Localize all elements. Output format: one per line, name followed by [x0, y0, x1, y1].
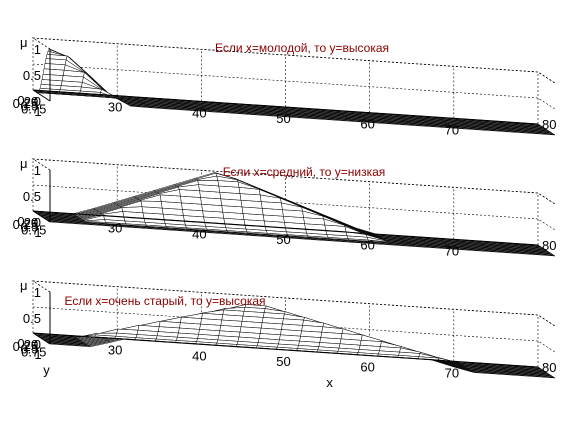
panel-3-y-axis	[32, 332, 51, 345]
panel-2-y-tick-0: 0	[17, 214, 24, 229]
panel-1-y-tick-4: 1	[34, 104, 41, 119]
panel-3-z-tick-2: 1	[34, 285, 41, 300]
panel-1-y-tick-2: 0.5	[20, 99, 38, 114]
panel-2-x-tick-4: 60	[360, 238, 374, 253]
panel-2-z-tick-0: 0	[34, 215, 41, 230]
panel-2-x-tick-0: 20	[24, 215, 38, 230]
panel-2-y-tick-2: 0.5	[20, 220, 38, 235]
panel-2-z-tick-2: 1	[34, 163, 41, 178]
panel-2-y-axis	[32, 210, 51, 223]
panel-1-x-tick-5: 70	[445, 122, 459, 137]
panel-1-x-tick-0: 20	[24, 94, 38, 109]
panel-1-z-label: μ	[20, 35, 28, 50]
panel-1-y-tick-3: 0.75	[21, 101, 46, 116]
panel-2-z-label: μ	[20, 156, 28, 171]
panel-3-x-tick-3: 50	[276, 354, 290, 369]
panel-3-x-tick-1: 30	[108, 343, 122, 358]
panel-1-surface	[32, 48, 556, 136]
panel-1-x-tick-2: 40	[192, 105, 206, 120]
panel-2-x-tick-2: 40	[192, 226, 206, 241]
panel-1-z-tick-0: 0	[34, 94, 41, 109]
panel-3-z-tick-0: 0	[34, 337, 41, 352]
panel-2-x-tick-3: 50	[276, 232, 290, 247]
panel-3-y-tick-4: 1	[34, 347, 41, 362]
panel-2-z-tick-1: 0.5	[23, 189, 41, 204]
panel-3-x-tick-5: 70	[445, 365, 459, 380]
panel-2-y-tick-3: 0.75	[21, 222, 46, 237]
panel-2-x-tick-1: 30	[108, 221, 122, 236]
panel-2-x-axis	[32, 210, 539, 246]
panel-3-back-grid-z-2	[32, 280, 556, 327]
panel-1-title: Если x=молодой, то y=высокая	[215, 41, 389, 55]
panel-2-surface	[32, 172, 556, 257]
panel-3-y-tick-0: 0	[17, 336, 24, 351]
panel-2-title: Если x=средний, то y=низкая	[223, 165, 386, 179]
panel-3-y-label: y	[43, 363, 50, 378]
panel-3-z-tick-1: 0.5	[23, 311, 41, 326]
panel-2-surface-cell	[140, 200, 163, 209]
panel-3-x-axis	[32, 332, 539, 368]
panel-1-x-tick-4: 60	[360, 117, 374, 132]
panel-2-x-tick-6: 80	[542, 238, 556, 253]
panel-3-y-tick-1: 0.25	[13, 339, 38, 354]
panel-3-title: Если x=очень старый, то y=высокая	[64, 294, 265, 308]
panel-3-x-tick-6: 80	[542, 360, 556, 375]
panel-1-x-tick-3: 50	[276, 111, 290, 126]
panel-1-x-tick-1: 30	[108, 100, 122, 115]
panel-2-y-tick-1: 0.25	[13, 217, 38, 232]
panel-1-z-tick-1: 0.5	[23, 68, 41, 83]
panel-1-y-tick-1: 0.25	[13, 96, 38, 111]
panel-1-x-tick-6: 80	[542, 117, 556, 132]
panel-1-z-tick-2: 1	[34, 42, 41, 57]
panel-3-z-label: μ	[20, 278, 28, 293]
panel-3-surface	[32, 304, 556, 379]
panel-2-x-tick-5: 70	[445, 243, 459, 258]
panel-3-x-label: x	[326, 375, 333, 390]
panel-3-y-tick-3: 0.75	[21, 344, 46, 359]
panel-1-y-tick-0: 0	[17, 93, 24, 108]
panel-3-y-tick-2: 0.5	[20, 342, 38, 357]
panel-3-x-tick-2: 40	[192, 348, 206, 363]
panel-2-back-grid-z-2	[32, 158, 556, 205]
panel-2-y-tick-4: 1	[34, 225, 41, 240]
panel-3-x-tick-0: 20	[24, 337, 38, 352]
panel-1-y-axis	[32, 89, 51, 102]
panel-3-x-tick-4: 60	[360, 360, 374, 375]
panel-1-x-axis	[32, 89, 539, 125]
